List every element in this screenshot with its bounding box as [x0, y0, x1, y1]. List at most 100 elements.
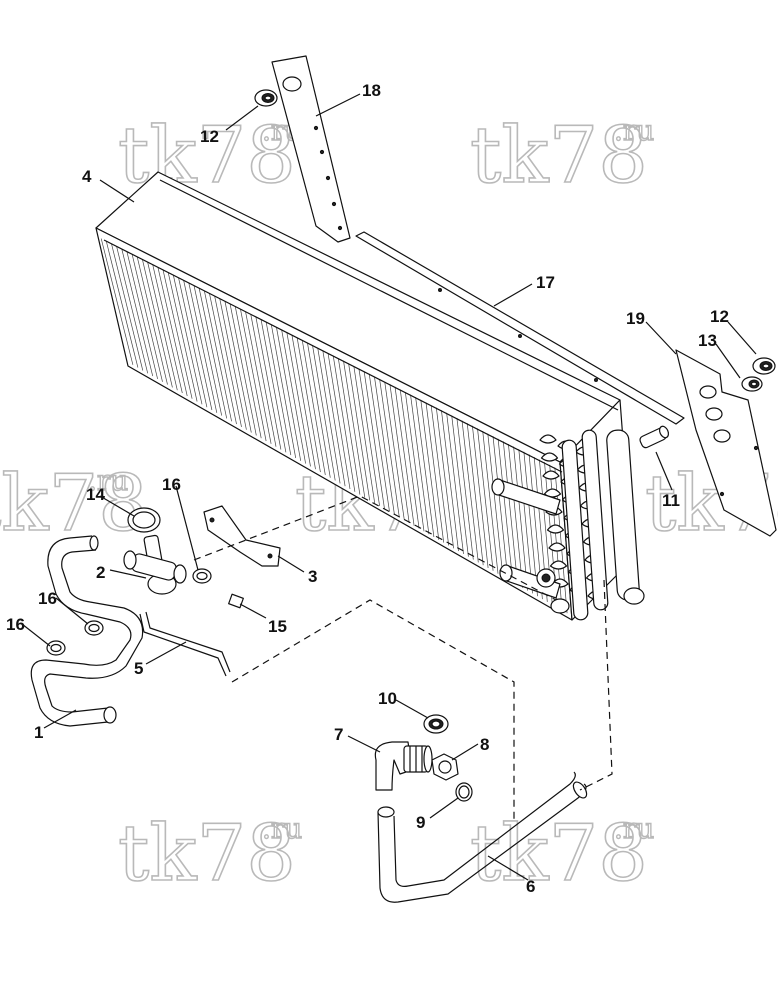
fin-line	[224, 300, 252, 433]
fin-line	[482, 430, 499, 574]
fin-line	[105, 241, 139, 368]
callout-4: 4	[82, 167, 92, 186]
fin-line	[167, 272, 198, 402]
fin-line	[394, 386, 415, 526]
callout-9: 9	[416, 813, 425, 832]
fin-line	[508, 443, 524, 588]
fin-line	[162, 269, 193, 399]
leader-lines	[21, 93, 757, 881]
fin-line	[209, 293, 237, 425]
callout-labels: 4 12 18 17 19 12 13 11 14 2 16 3 15 5 16…	[6, 81, 729, 896]
fin-line	[100, 238, 134, 365]
fin-line	[307, 342, 331, 478]
callout-6: 6	[526, 877, 535, 896]
fin-line	[492, 436, 509, 580]
fin-line	[229, 303, 257, 436]
part-16-clamp-b	[84, 620, 104, 636]
fin-line	[188, 282, 218, 413]
fin-line	[322, 350, 346, 487]
fin-line	[198, 287, 228, 419]
tube-bend	[542, 470, 560, 480]
fin-line	[451, 415, 469, 557]
fin-line	[513, 446, 528, 591]
callout-7: 7	[334, 725, 343, 744]
watermark-main: tk78	[0, 459, 148, 549]
fin-line	[472, 425, 489, 569]
callout-3: 3	[308, 567, 317, 586]
fin-line	[152, 264, 183, 394]
fin-line	[379, 378, 400, 518]
callout-14: 14	[86, 485, 105, 504]
part-16-clamp-a	[192, 568, 212, 584]
fin-line	[477, 428, 494, 571]
fin-line	[111, 243, 144, 371]
fin-line	[384, 381, 405, 521]
tube-bend	[539, 434, 557, 444]
callout-19: 19	[626, 309, 645, 328]
watermark-main: tk78	[470, 111, 648, 201]
fin-line	[270, 324, 297, 459]
fin-line	[301, 339, 326, 475]
fin-line	[276, 326, 302, 461]
fin-line	[255, 316, 282, 450]
fin-line	[317, 347, 341, 484]
fin-line	[234, 306, 262, 439]
callout-18: 18	[362, 81, 381, 100]
fin-line	[487, 433, 504, 577]
fin-line	[425, 402, 445, 543]
fin-line	[183, 280, 213, 411]
fin-line	[203, 290, 232, 422]
part-10-seal-ring	[423, 714, 449, 734]
part-5-tube	[139, 611, 231, 677]
watermark-mid-left: tk78 .ru	[0, 458, 149, 550]
callout-13: 13	[698, 331, 717, 350]
fin-line	[410, 394, 430, 535]
callout-12-right: 12	[710, 307, 729, 326]
part-7-elbow	[374, 741, 433, 791]
part-6-tube	[377, 771, 588, 903]
watermark-suffix: .ru	[88, 464, 128, 497]
fin-line	[260, 319, 287, 453]
watermark-suffix: .ru	[614, 812, 654, 845]
watermark-bottom-left: tk78 .ru	[117, 808, 303, 900]
tube-bend	[549, 560, 568, 570]
fin-line	[281, 329, 306, 464]
fin-line	[332, 355, 356, 492]
fin-line	[147, 261, 178, 391]
fin-line	[456, 417, 474, 560]
fin-line	[497, 438, 514, 583]
callout-5: 5	[134, 659, 143, 678]
watermark-top-right: tk78 .ru	[469, 110, 655, 202]
fin-line	[399, 389, 420, 529]
watermark-suffix: .ru	[262, 812, 302, 845]
part-16-clamp-c	[46, 640, 66, 656]
callout-15: 15	[268, 617, 287, 636]
fin-line	[363, 371, 385, 509]
fin-line	[523, 451, 538, 597]
fin-line	[131, 254, 163, 382]
part-17-mounting-strip	[355, 231, 685, 425]
watermark-main: tk78	[470, 809, 648, 899]
part-12-grommet-upper	[254, 89, 278, 107]
fin-line	[286, 332, 311, 467]
fin-line	[415, 397, 435, 538]
part-19-side-plate	[675, 349, 777, 537]
fin-line	[518, 449, 533, 594]
fin-line	[245, 311, 272, 444]
fin-line	[435, 407, 454, 549]
watermark-suffix: .ru	[614, 114, 654, 147]
callout-16-mid: 16	[38, 589, 57, 608]
callout-8: 8	[480, 735, 489, 754]
fin-line	[358, 368, 380, 506]
part-8-nut	[431, 753, 459, 781]
part-2-valve	[123, 534, 187, 595]
tube-bend	[546, 524, 565, 534]
fin-line	[240, 308, 267, 442]
fin-line	[353, 365, 376, 504]
fin-line	[374, 376, 395, 515]
fin-line	[466, 423, 484, 566]
fin-line	[250, 313, 277, 447]
fin-line	[157, 267, 188, 396]
fin-line	[142, 259, 173, 388]
